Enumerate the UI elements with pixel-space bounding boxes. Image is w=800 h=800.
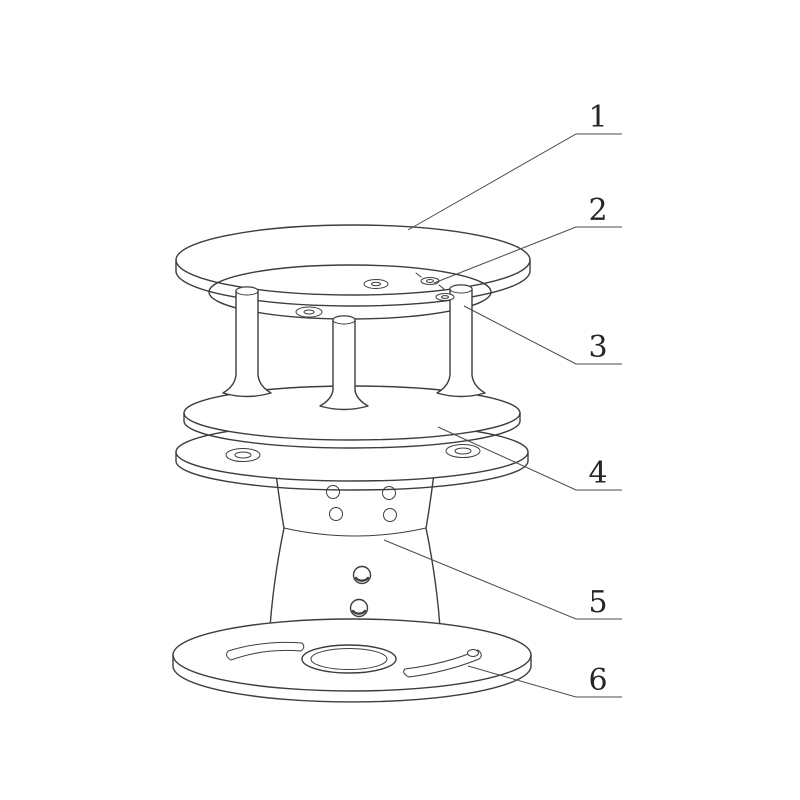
body-cable-holes bbox=[349, 565, 372, 618]
callout-5: 5 bbox=[383, 539, 622, 620]
upper-reflector-ring bbox=[183, 385, 521, 449]
cap-top-edge bbox=[175, 224, 531, 296]
callout-2-number: 2 bbox=[588, 193, 607, 228]
callout-3-leader-line bbox=[463, 305, 622, 365]
transducer-post-middle bbox=[319, 315, 369, 411]
plate-hole-left bbox=[295, 306, 323, 318]
callout-2-leader-line bbox=[433, 226, 622, 284]
plate-hole-right bbox=[435, 293, 455, 301]
callout-3: 3 bbox=[463, 305, 622, 365]
base-small-hole bbox=[467, 649, 479, 657]
base-slot-left bbox=[226, 641, 305, 661]
transducer-post-right bbox=[436, 284, 486, 398]
callout-1-leader-line bbox=[407, 133, 622, 231]
top-cap bbox=[175, 224, 531, 320]
callout-1-number: 1 bbox=[588, 100, 607, 135]
callout-3-number: 3 bbox=[588, 330, 607, 365]
base-rim-thickness bbox=[172, 654, 532, 703]
base-center-hole bbox=[301, 644, 397, 674]
callout-5-number: 5 bbox=[588, 585, 607, 620]
callout-6-leader-line bbox=[467, 665, 622, 698]
body-outline bbox=[268, 466, 442, 645]
mounting-base-plate bbox=[172, 618, 532, 703]
callout-5-leader-line bbox=[383, 539, 622, 620]
callout-4-leader-line bbox=[437, 426, 622, 491]
transducer-post-left bbox=[222, 286, 272, 398]
callout-6-number: 6 bbox=[588, 663, 607, 698]
callout-1: 1 bbox=[407, 100, 622, 231]
ring-fasteners bbox=[225, 444, 481, 462]
callout-6: 6 bbox=[467, 663, 622, 698]
callouts: 1 2 3 4 5 6 bbox=[383, 100, 622, 698]
plate-hole-center bbox=[363, 279, 389, 289]
callout-2: 2 bbox=[433, 193, 622, 284]
base-slot-right bbox=[403, 649, 482, 678]
callout-4: 4 bbox=[437, 426, 622, 491]
body-waist-seam bbox=[283, 527, 427, 537]
cap-rim-thickness bbox=[175, 259, 531, 307]
callout-4-number: 4 bbox=[588, 456, 607, 491]
transducer-posts bbox=[222, 284, 486, 411]
top-plate-holes bbox=[295, 272, 455, 318]
